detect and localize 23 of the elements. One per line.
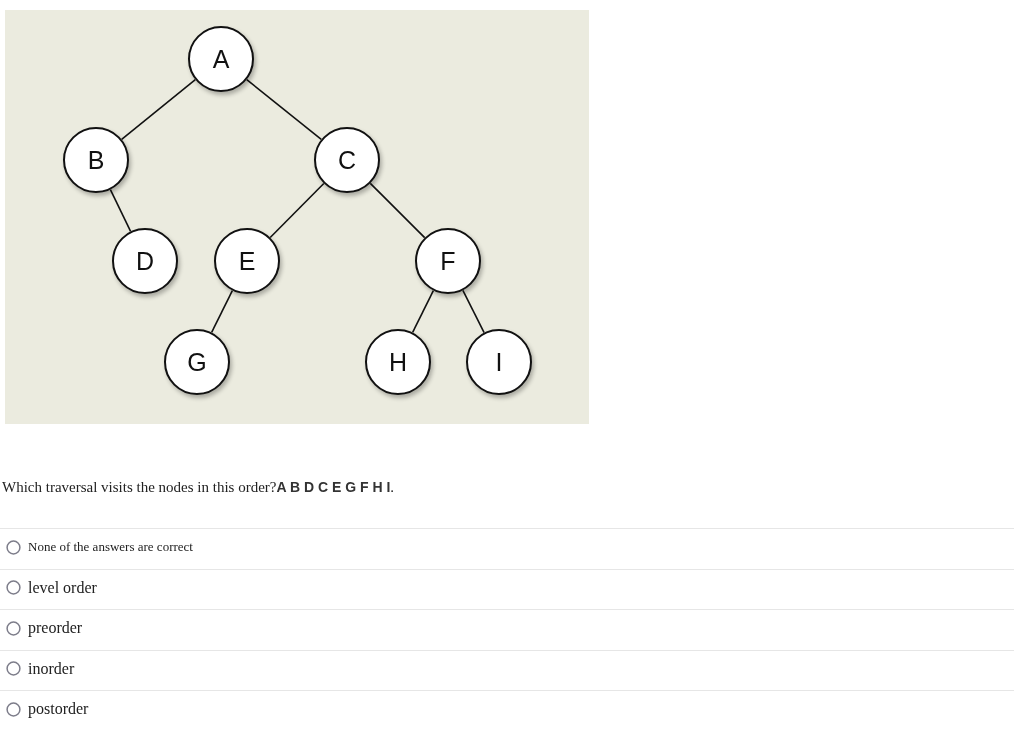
tree-edge — [269, 182, 325, 239]
tree-edge — [210, 289, 234, 334]
tree-node: E — [214, 228, 280, 294]
answer-option: None of the answers are correct — [28, 539, 193, 555]
tree-edge — [369, 182, 426, 239]
tree-node: C — [314, 127, 380, 193]
answer-option: level order — [28, 578, 97, 598]
tree-edge — [109, 188, 132, 233]
answer-option: preorder — [28, 618, 83, 638]
tree-node: I — [466, 329, 532, 395]
tree-edge — [462, 289, 485, 334]
tree-node: A — [188, 26, 254, 92]
tree-node: G — [164, 329, 230, 395]
tree-edge — [120, 78, 197, 141]
tree-edge — [411, 289, 435, 334]
tree-node: B — [63, 127, 129, 193]
tree-node: D — [112, 228, 178, 294]
tree-node: F — [415, 228, 481, 294]
question-text: Which traversal visits the nodes in this order?A B D C E G F H I. — [2, 479, 395, 496]
answer-option: inorder — [28, 659, 75, 679]
answer-option: postorder — [28, 699, 89, 719]
tree-node: H — [365, 329, 431, 395]
tree-edge — [245, 78, 323, 141]
